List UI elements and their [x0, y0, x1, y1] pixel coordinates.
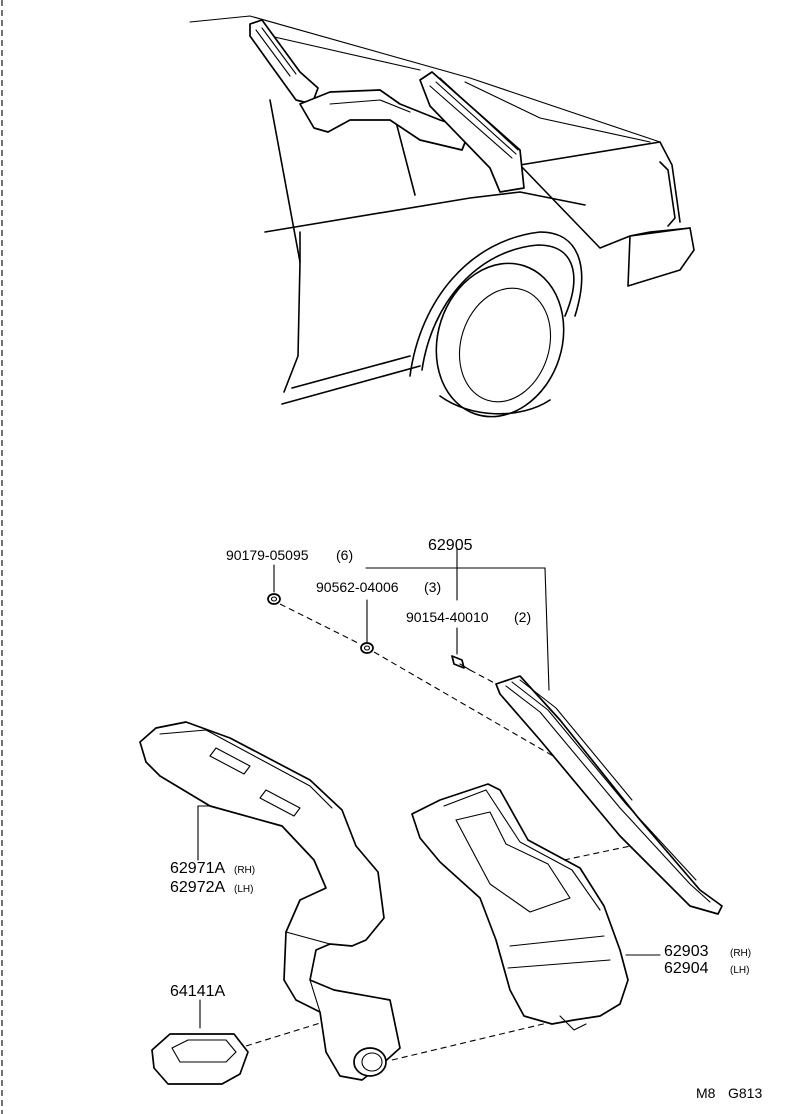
car-rear-illustration: [189, 15, 695, 418]
label-62972: 62972A: [170, 879, 225, 896]
footer-ref: G813: [728, 1085, 762, 1101]
label-62904-side: (LH): [730, 965, 749, 976]
leader-lines: [197, 547, 661, 1061]
label-90179-qty: (6): [336, 547, 353, 563]
label-90154: 90154-40010: [406, 609, 489, 625]
label-90154-qty: (2): [514, 609, 531, 625]
label-90562-qty: (3): [424, 579, 441, 595]
clip-90562: [360, 642, 374, 654]
trim-62903: [411, 783, 629, 1031]
label-64141: 64141A: [170, 983, 225, 1000]
label-62903-side: (RH): [730, 948, 751, 959]
label-62903: 62903: [664, 943, 709, 960]
gasket-64141: [151, 1033, 249, 1085]
footer-code: M8: [696, 1085, 716, 1101]
label-62971-side: (RH): [234, 865, 255, 876]
label-62904: 62904: [664, 960, 709, 977]
label-62972-side: (LH): [234, 884, 253, 895]
part-labels: 62905 90179-05095 (6) 90562-04006 (3) 90…: [170, 537, 762, 1101]
label-90562: 90562-04006: [316, 579, 399, 595]
trim-62905: [495, 675, 723, 915]
screw-90154: [451, 655, 471, 671]
duct-62971: [139, 721, 401, 1081]
clip-90179: [267, 593, 281, 605]
label-90179: 90179-05095: [226, 547, 309, 563]
label-62905: 62905: [428, 537, 473, 554]
label-62971: 62971A: [170, 860, 225, 877]
